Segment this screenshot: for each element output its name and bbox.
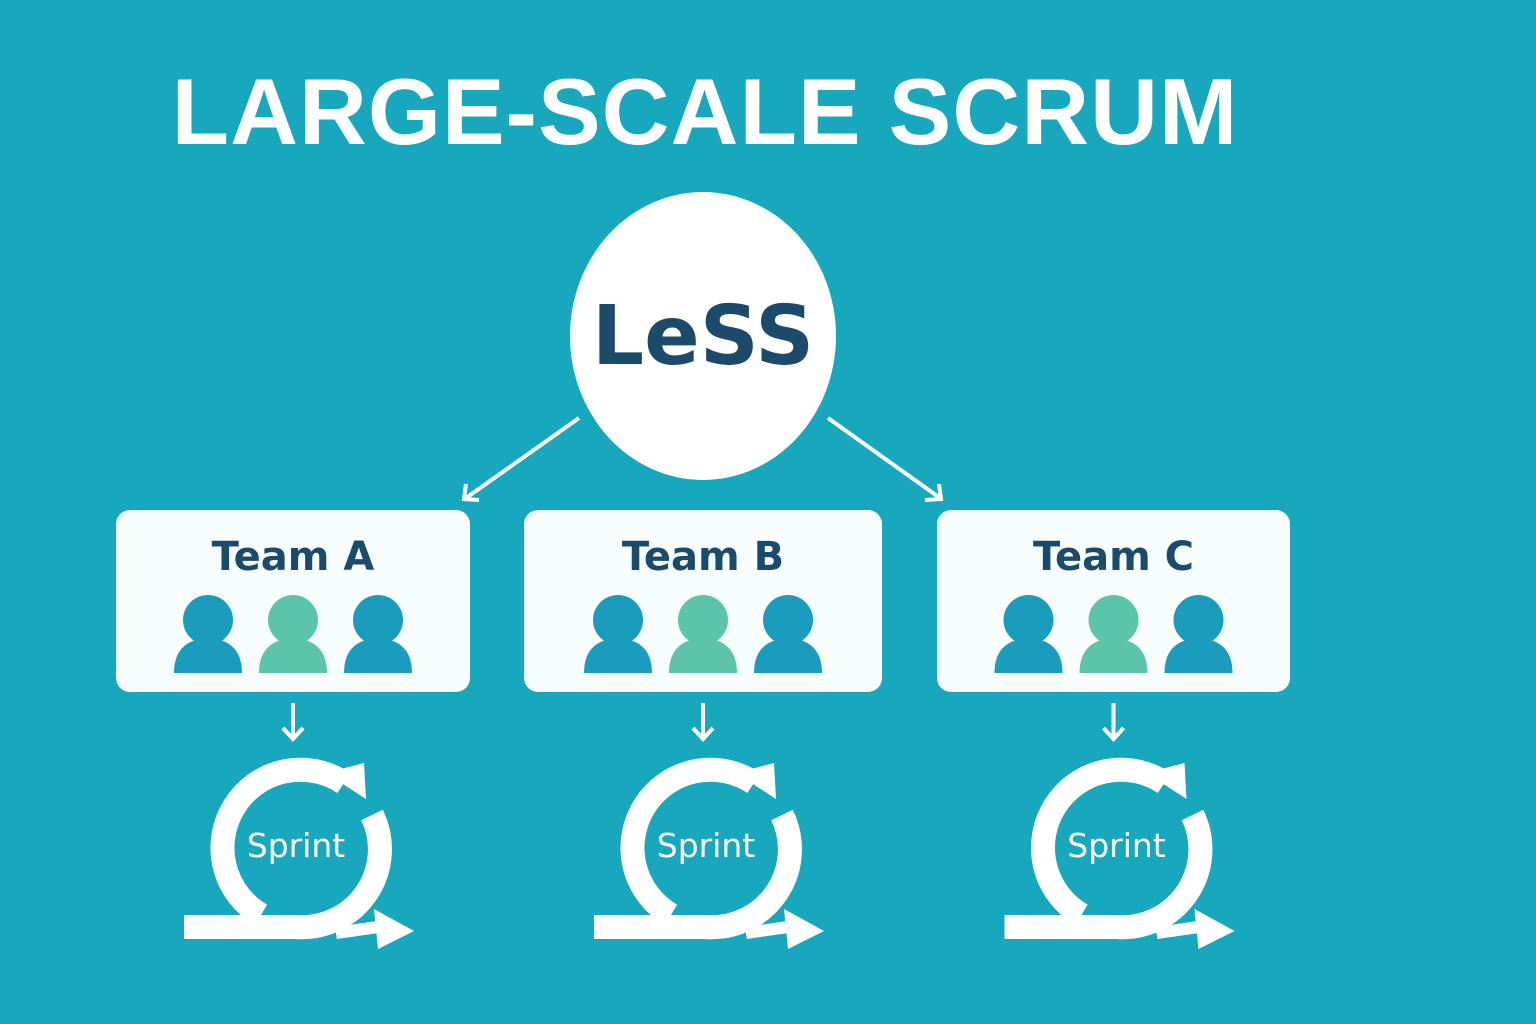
down-arrow-icon xyxy=(691,703,715,742)
connector-arrows xyxy=(461,416,944,502)
team-c: Team C Sprint xyxy=(937,510,1290,949)
arrowhead-team-a xyxy=(461,483,480,502)
less-node: LeSS xyxy=(570,192,836,480)
sprint-label: Sprint xyxy=(247,826,346,865)
down-arrow-icon xyxy=(281,703,305,742)
arrow-to-team-c xyxy=(826,416,942,500)
team-name: Team B xyxy=(622,534,784,580)
diagram-title: LARGE-SCALE SCRUM xyxy=(171,59,1239,164)
arrowhead-team-c xyxy=(924,483,944,502)
team-name: Team C xyxy=(1033,534,1194,580)
team-b: Team B Sprint xyxy=(524,510,882,949)
person-icon xyxy=(994,595,1063,673)
person-icon xyxy=(174,595,242,673)
sprint-cycle-icon: Sprint xyxy=(594,757,824,949)
person-icon xyxy=(1079,595,1148,673)
team-a: Team A Sprint xyxy=(116,510,470,949)
arrow-to-team-a xyxy=(464,416,581,500)
person-icon xyxy=(669,595,737,673)
team-name: Team A xyxy=(212,534,375,580)
less-label: LeSS xyxy=(592,289,814,384)
down-arrow-icon xyxy=(1102,703,1125,742)
person-icon xyxy=(259,595,327,673)
person-icon xyxy=(754,595,822,673)
sprint-label: Sprint xyxy=(1067,826,1166,865)
person-icon xyxy=(584,595,652,673)
sprint-cycle-icon: Sprint xyxy=(1004,757,1235,949)
person-icon xyxy=(344,595,412,673)
sprint-cycle-icon: Sprint xyxy=(184,757,414,949)
person-icon xyxy=(1164,595,1233,673)
sprint-label: Sprint xyxy=(657,826,756,865)
